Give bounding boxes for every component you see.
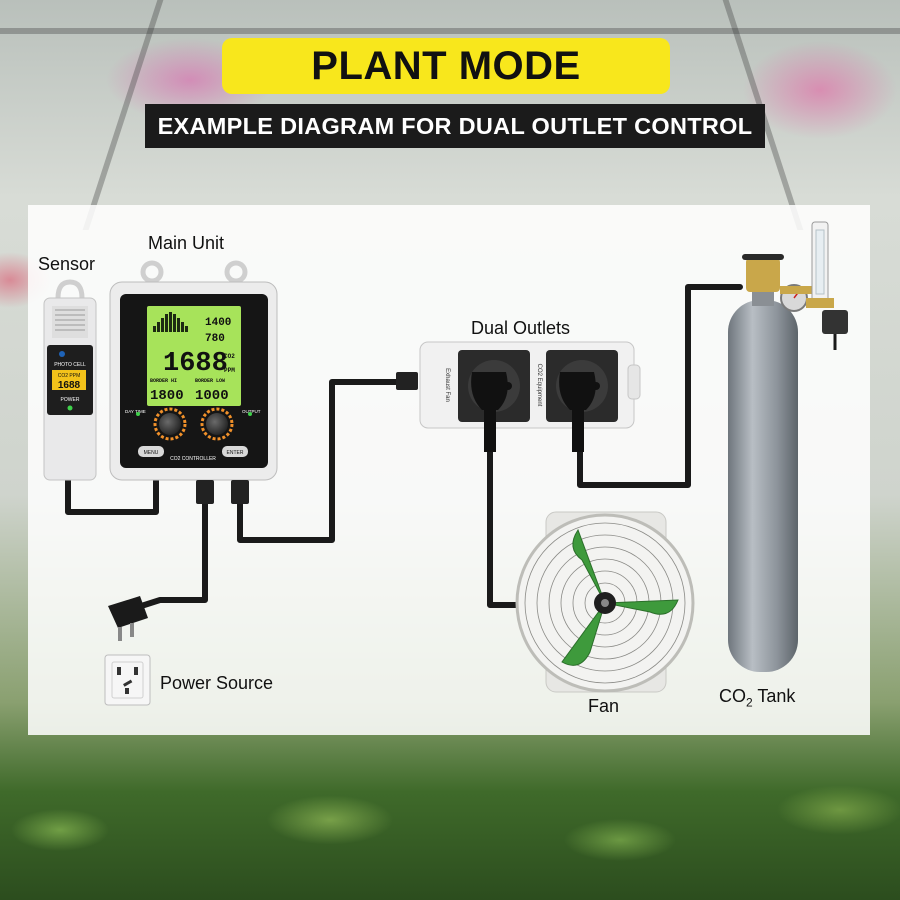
svg-text:780: 780 (205, 333, 225, 345)
fan-cable (487, 447, 526, 608)
menu-button[interactable]: MENU (138, 446, 164, 457)
power-source-label: Power Source (160, 673, 274, 693)
svg-text:CO2 Equipment: CO2 Equipment (536, 364, 542, 407)
main-to-outlet-cable (237, 379, 415, 543)
svg-text:1400: 1400 (205, 317, 231, 329)
dual-outlets-device: Exhaust Fan CO2 Equipment (396, 341, 641, 452)
svg-text:BORDER HI: BORDER HI (150, 378, 177, 384)
sensor-cable (65, 475, 159, 515)
svg-text:PPM: PPM (224, 367, 235, 374)
title-banner: PLANT MODE (222, 38, 670, 94)
main-unit-device: 1400 780 1688 PPM CO2 BORDER HI BORDER L… (109, 260, 278, 504)
cables (65, 284, 743, 611)
fan-device (515, 511, 695, 693)
svg-text:Exhaust Fan: Exhaust Fan (444, 368, 450, 402)
svg-text:CO2 PPM: CO2 PPM (58, 373, 81, 379)
co2-tank-label: CO2 Tank (719, 686, 796, 710)
svg-text:CO2 CONTROLLER: CO2 CONTROLLER (170, 456, 216, 462)
fan-label: Fan (588, 696, 620, 716)
svg-text:ENTER: ENTER (227, 450, 244, 456)
svg-text:1688: 1688 (58, 380, 81, 391)
left-knob[interactable] (153, 407, 187, 441)
photo-cell-indicator (59, 351, 65, 357)
svg-text:POWER: POWER (61, 397, 80, 403)
svg-text:1800: 1800 (150, 388, 184, 404)
dual-outlets-label: Dual Outlets (471, 318, 571, 338)
co2-cable (577, 284, 743, 488)
co2-tank-device (728, 221, 848, 672)
svg-text:PHOTO CELL: PHOTO CELL (54, 362, 86, 368)
wall-socket (104, 654, 151, 706)
enter-button[interactable]: ENTER (222, 446, 248, 457)
main-unit-label: Main Unit (148, 233, 225, 253)
svg-text:DAY TIME: DAY TIME (125, 409, 146, 414)
page-subtitle: EXAMPLE DIAGRAM FOR DUAL OUTLET CONTROL (157, 112, 753, 139)
svg-text:1688: 1688 (163, 349, 228, 379)
power-cable (132, 497, 208, 611)
svg-text:CO2: CO2 (224, 353, 235, 360)
svg-text:1000: 1000 (195, 388, 229, 404)
sensor-device: PHOTO CELL CO2 PPM 1688 POWER (43, 279, 97, 481)
subtitle-banner: EXAMPLE DIAGRAM FOR DUAL OUTLET CONTROL (145, 104, 765, 148)
power-plug (108, 596, 148, 641)
power-led (67, 405, 73, 411)
solenoid-valve (822, 310, 848, 334)
right-knob[interactable] (200, 407, 234, 441)
page-title: PLANT MODE (311, 43, 581, 88)
sensor-label: Sensor (38, 254, 96, 274)
svg-text:OUTPUT: OUTPUT (242, 409, 261, 414)
svg-text:MENU: MENU (144, 450, 159, 456)
svg-text:BORDER LOW: BORDER LOW (195, 378, 225, 384)
